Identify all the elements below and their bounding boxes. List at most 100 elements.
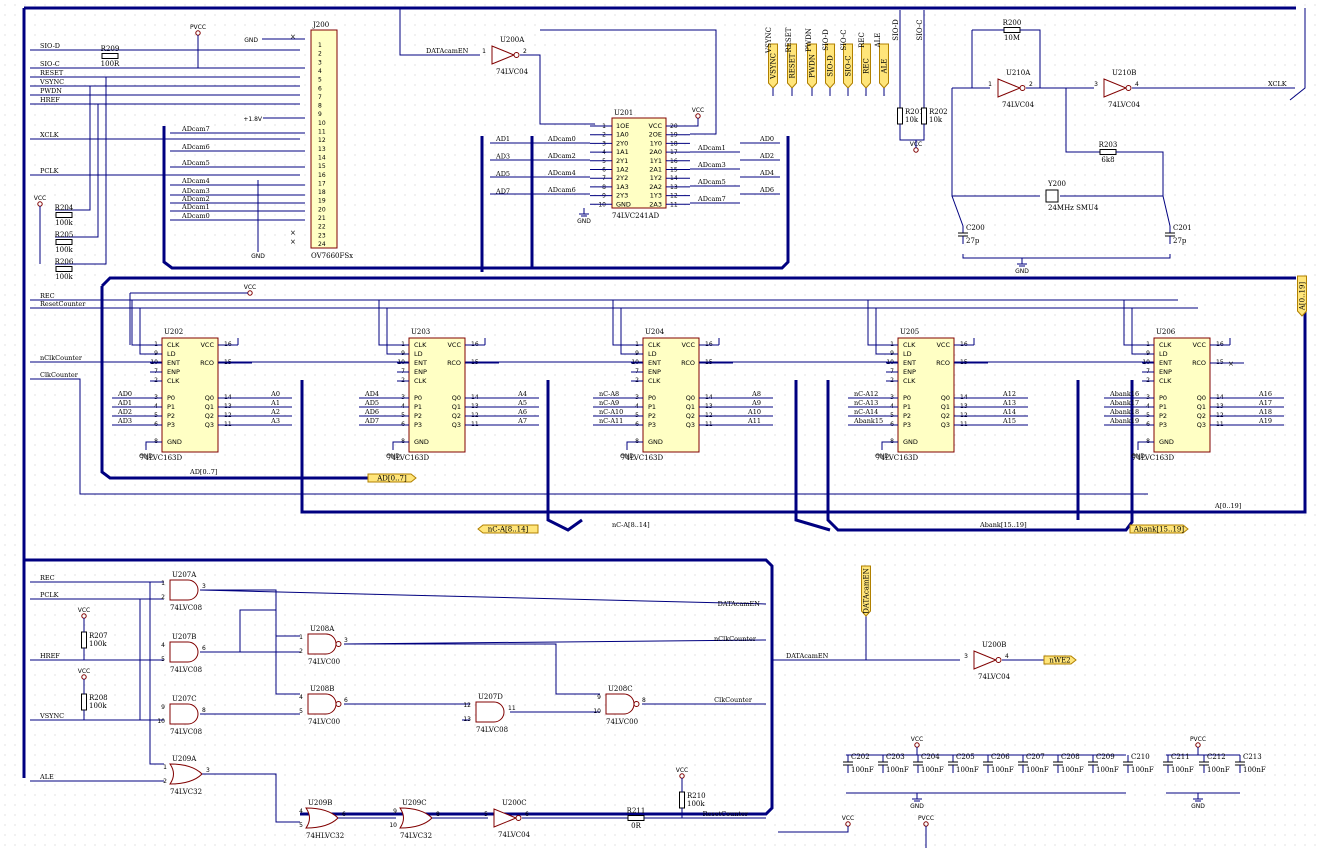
cap-ref: C213 bbox=[1243, 753, 1262, 761]
connector-pin-number: 14 bbox=[318, 154, 326, 161]
buffer-in-label: ADcam0 bbox=[547, 135, 576, 143]
buffer-pin-name: 1Y3 bbox=[650, 192, 662, 200]
gnd-label: GND bbox=[620, 453, 634, 460]
buffer-pin-name: 1A2 bbox=[616, 166, 629, 174]
inverter-bubble bbox=[995, 657, 1002, 663]
gate-part: 74LVC00 bbox=[606, 718, 638, 726]
osc-wire bbox=[1162, 195, 1171, 227]
resistor-value: 100k bbox=[89, 702, 107, 710]
counter-in-label: Abank15 bbox=[853, 417, 883, 425]
port-rec bbox=[861, 43, 871, 89]
inverter-bubble bbox=[513, 52, 520, 58]
resistor-R200 bbox=[1003, 27, 1021, 33]
buffer-in-label: ADcam2 bbox=[547, 152, 576, 160]
counter-in-label: Abank19 bbox=[1109, 417, 1139, 425]
inverter-gate bbox=[997, 78, 1022, 98]
counter-pin-name: CLK bbox=[1159, 377, 1172, 385]
no-connect-x: × bbox=[1228, 360, 1234, 368]
pin-number: 1 bbox=[988, 81, 992, 88]
datacamen-out bbox=[199, 589, 767, 605]
port-a-bus bbox=[1297, 275, 1307, 317]
counter-pin-name: P3 bbox=[648, 421, 656, 429]
counter-pin-name: P2 bbox=[648, 412, 656, 420]
resistor-value: 100k bbox=[89, 640, 107, 648]
buffer-out-label: ADcam7 bbox=[697, 195, 726, 203]
cap-value: 100nF bbox=[1207, 766, 1230, 774]
connector-pin-number: 9 bbox=[318, 111, 322, 118]
pin-number: 8 bbox=[436, 811, 440, 818]
counter-in-label: Abank17 bbox=[1109, 399, 1139, 407]
resistor-R202 bbox=[921, 107, 927, 125]
port-top-text: ALE bbox=[874, 33, 882, 49]
pin-number: 8 bbox=[642, 697, 646, 704]
reset-drop bbox=[875, 308, 886, 355]
resistor-value: 100k bbox=[55, 246, 73, 254]
counter-in-label: AD7 bbox=[364, 417, 379, 425]
counter-pin-name: P3 bbox=[167, 421, 175, 429]
pin-number: 3 bbox=[964, 653, 968, 660]
pin-number: 1 bbox=[482, 48, 486, 55]
pin-number: 3 bbox=[1094, 81, 1098, 88]
gate-ref: U210A bbox=[1006, 69, 1031, 77]
port-label: ALE bbox=[881, 59, 889, 75]
cap-ref: C211 bbox=[1171, 753, 1190, 761]
no-connect-x: × bbox=[290, 238, 296, 246]
oe2-wire bbox=[540, 29, 717, 135]
counter-pin-name: P1 bbox=[903, 403, 911, 411]
counter-pin-name: P2 bbox=[414, 412, 422, 420]
power-label: VCC bbox=[34, 195, 46, 202]
pin-number: 2 bbox=[1029, 81, 1033, 88]
buffer-pin-name: 1A1 bbox=[616, 148, 629, 156]
counter-pin-name: P2 bbox=[167, 412, 175, 420]
datacamen-wire bbox=[399, 8, 480, 56]
counter-out-label: A19 bbox=[1258, 417, 1272, 425]
buffer-pin-name: 1OE bbox=[616, 122, 629, 130]
and-gate bbox=[169, 703, 199, 725]
reset-drop bbox=[620, 308, 631, 355]
counter-pin-name: P0 bbox=[903, 394, 911, 402]
resistor-value: 10k bbox=[905, 116, 919, 124]
resistor-R206 bbox=[55, 266, 73, 272]
adcam-label: ADcam1 bbox=[181, 203, 210, 211]
pin-number: 4 bbox=[1135, 81, 1139, 88]
buffer-pin-name: 2A3 bbox=[649, 200, 662, 208]
pin-number: 10 bbox=[157, 718, 165, 725]
net-label-sio-c: SIO-C bbox=[40, 60, 60, 68]
pin-number: 3 bbox=[206, 767, 210, 774]
buffer-pin-name: 1Y2 bbox=[650, 174, 662, 182]
reset-drop bbox=[386, 308, 397, 355]
pin-number: 12 bbox=[463, 702, 471, 709]
counter-pin-name: Q0 bbox=[452, 394, 461, 402]
or-gate bbox=[399, 807, 433, 829]
buffer-pin-name: 2OE bbox=[649, 131, 662, 139]
rec-drop bbox=[378, 300, 397, 346]
power-label: VCC bbox=[842, 815, 854, 822]
connector-pin-number: 1 bbox=[318, 42, 322, 49]
pin-number: 1 bbox=[163, 764, 167, 771]
power-symbol bbox=[81, 613, 87, 619]
bus-label: AD[0..7] bbox=[189, 468, 217, 476]
port-top-text: PWDN bbox=[805, 28, 813, 52]
gate-part: 74LVC04 bbox=[1002, 101, 1035, 109]
and-gate bbox=[475, 701, 505, 723]
logic-wire bbox=[344, 643, 600, 695]
counter-out-label: A3 bbox=[270, 417, 280, 425]
adcam-label: ADcam5 bbox=[181, 159, 210, 167]
cap-value: 100nF bbox=[1171, 766, 1194, 774]
port-top-text: SIO-D bbox=[822, 29, 830, 51]
pin-number: 2 bbox=[523, 48, 527, 55]
port-top-text: REC bbox=[858, 32, 866, 48]
nca-bus-2 bbox=[794, 380, 831, 532]
resistor-ref: R206 bbox=[55, 258, 74, 266]
net-label-pwdn: PWDN bbox=[40, 87, 62, 95]
resistor-ref: R202 bbox=[929, 108, 948, 116]
counter-pin-name: P1 bbox=[1159, 403, 1167, 411]
counter-pin-name: Q0 bbox=[686, 394, 695, 402]
counter-pin-name: CLK bbox=[167, 377, 180, 385]
adcam-label: ADcam6 bbox=[181, 143, 210, 151]
counter-pin-name: Q0 bbox=[941, 394, 950, 402]
gate-ref: U207A bbox=[172, 571, 197, 579]
inverter-gate bbox=[491, 45, 516, 65]
adcam-bus bbox=[162, 126, 790, 270]
counter-pin-name: LD bbox=[414, 350, 423, 358]
